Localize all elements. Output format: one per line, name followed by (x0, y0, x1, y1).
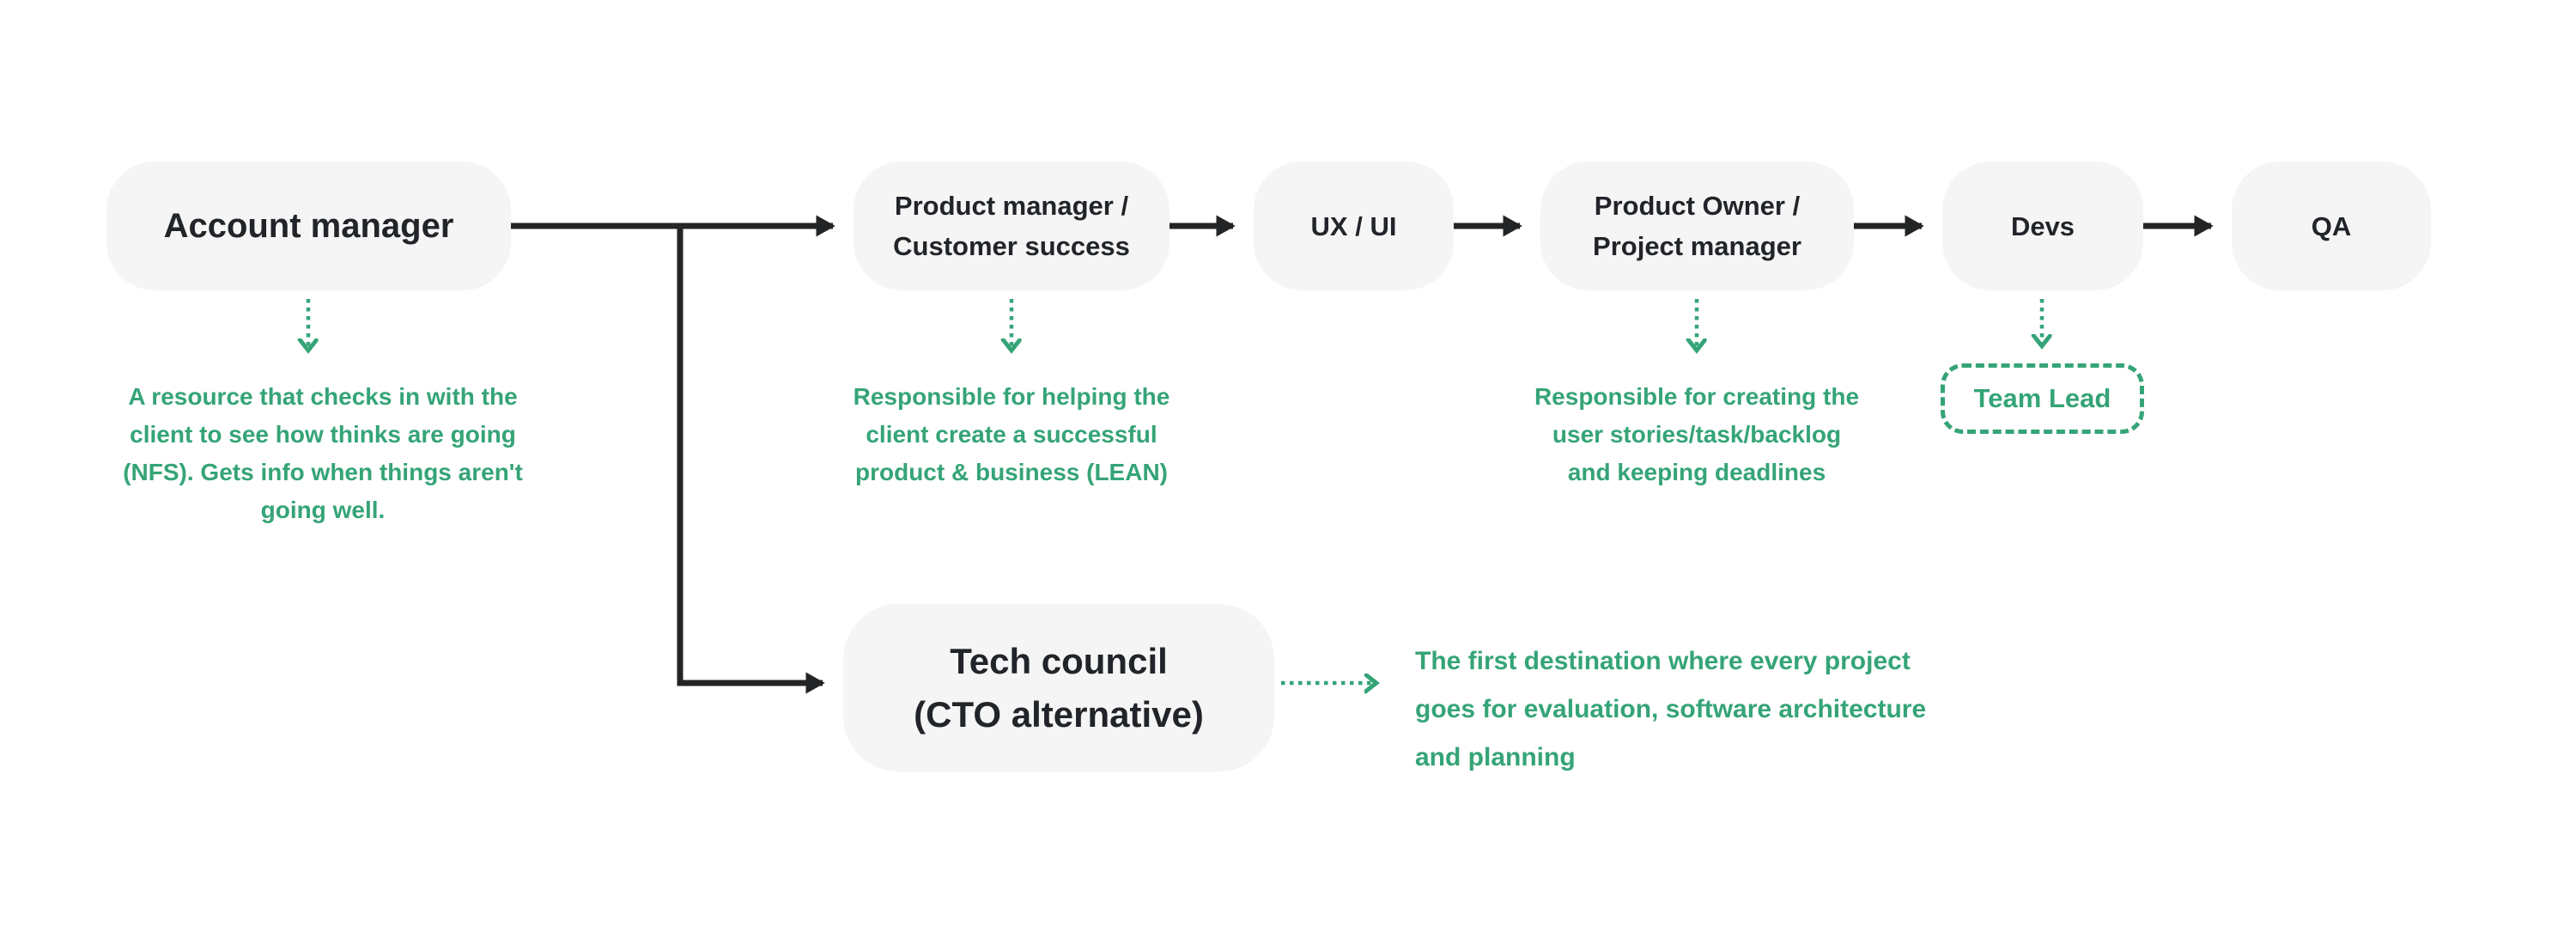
node-product-owner-label: Product Owner / Project manager (1593, 191, 1801, 261)
node-devs: Devs (1942, 162, 2143, 290)
node-product-manager: Product manager / Customer success (854, 162, 1170, 290)
node-product-manager-label: Product manager / Customer success (893, 191, 1130, 261)
node-account-manager: Account manager (106, 162, 511, 290)
note-tech-council: The first destination where every projec… (1415, 647, 1927, 771)
node-account-manager-label: Account manager (163, 207, 454, 245)
node-qa: QA (2232, 162, 2431, 290)
note-product-owner: Responsible for creating the user storie… (1534, 383, 1860, 485)
node-ux-ui: UX / UI (1254, 162, 1454, 290)
node-tech-council: Tech council (CTO alternative) (843, 604, 1274, 771)
node-team-lead: Team Lead (1941, 363, 2144, 434)
note-account-manager: A resource that checks in with the clien… (123, 383, 523, 523)
node-team-lead-label: Team Lead (1973, 383, 2111, 413)
node-product-owner: Product Owner / Project manager (1540, 162, 1854, 290)
note-product-manager: Responsible for helping the client creat… (853, 383, 1170, 485)
node-qa-label: QA (2311, 210, 2352, 241)
node-devs-label: Devs (2010, 210, 2075, 241)
node-tech-council-label: Tech council (CTO alternative) (914, 640, 1204, 735)
node-ux-ui-label: UX / UI (1310, 210, 1397, 241)
